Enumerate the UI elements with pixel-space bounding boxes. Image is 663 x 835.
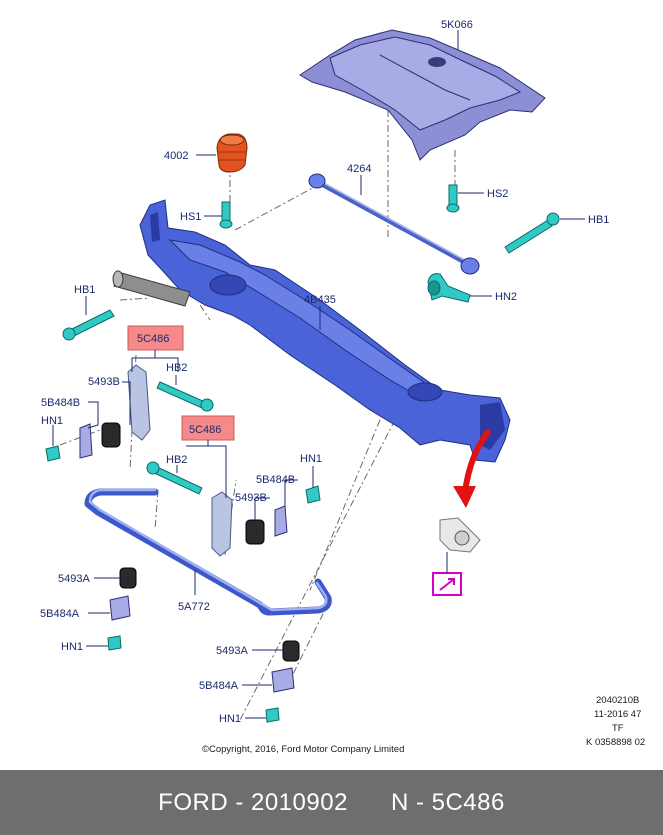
copyright-text: ©Copyright, 2016, Ford Motor Company Lim… (202, 744, 404, 755)
footer-gap (348, 789, 391, 817)
meta-line-1: 2040210B (596, 695, 639, 706)
label-hn1-mid: HN1 (300, 453, 322, 465)
label-hb1-left: HB1 (74, 284, 95, 296)
footer-part-prefix: N (390, 788, 409, 816)
label-hn1-lower-left: HN1 (61, 641, 83, 653)
label-4002: 4002 (164, 150, 188, 162)
label-5K066: 5K066 (441, 19, 473, 31)
reference-knuckle (439, 517, 481, 553)
track-rod (308, 173, 480, 275)
label-5493A-bottom: 5493A (216, 645, 248, 657)
footer-part: 5C486 (431, 788, 505, 816)
meta-line-3: TF (612, 723, 624, 734)
part-number-footer: FORD - 2010902 N - 5C486 (0, 770, 663, 835)
highlight-5C486-lower (181, 415, 235, 441)
stabilizer-bar (84, 488, 332, 616)
footer-brand: FORD (158, 788, 229, 816)
stabilizer-links (127, 364, 233, 557)
label-hb1-right: HB1 (588, 214, 609, 226)
label-4B435: 4B435 (304, 294, 336, 306)
bump-stop (216, 133, 248, 173)
axle-beam (112, 199, 511, 463)
label-hn1-left: HN1 (41, 415, 63, 427)
label-5C486-lower: 5C486 (189, 424, 221, 436)
label-hn1-bottom: HN1 (219, 713, 241, 725)
label-5B484B-lower: 5B484B (256, 474, 295, 486)
label-hb2-lower: HB2 (166, 454, 187, 466)
red-arrow-head (453, 486, 476, 508)
label-hs2: HS2 (487, 188, 508, 200)
label-hn2: HN2 (495, 291, 517, 303)
drawing-metadata: 2040210B 11-2016 47 TF K 0358898 02 ©Cop… (202, 695, 645, 755)
reference-box-arrow (439, 578, 455, 591)
label-5A772: 5A772 (178, 601, 210, 613)
leader-lines (52, 30, 585, 719)
label-hs1: HS1 (180, 211, 201, 223)
label-5C486-upper: 5C486 (137, 333, 169, 345)
part-labels: 5K066 4002 4264 HS1 HS2 HB1 HB1 HN2 4B43… (40, 19, 609, 725)
exploded-parts-diagram: 5K066 4002 4264 HS1 HS2 HB1 HB1 HN2 4B43… (40, 19, 645, 755)
label-5B484B-upper: 5B484B (41, 397, 80, 409)
red-direction-arrow (462, 429, 491, 495)
meta-line-2: 11-2016 47 (594, 709, 641, 720)
label-5493B-lower: 5493B (235, 492, 267, 504)
label-hb2-upper: HB2 (166, 362, 187, 374)
highlight-5C486-upper (127, 325, 184, 351)
label-5B484A-bottom: 5B484A (199, 680, 239, 692)
meta-line-4: K 0358898 02 (586, 737, 645, 748)
footer-number: 2010902 (250, 788, 348, 816)
label-5B484A-left: 5B484A (40, 608, 80, 620)
bolts (45, 184, 560, 723)
label-4264: 4264 (347, 163, 371, 175)
heat-shield-plate (299, 29, 546, 161)
footer-separator-2: - (408, 788, 432, 816)
bushes-and-clamps (79, 422, 300, 693)
label-5493B-upper: 5493B (88, 376, 120, 388)
hn2-bracket (427, 273, 471, 303)
label-5493A-left: 5493A (58, 573, 90, 585)
footer-separator-1: - (228, 788, 251, 816)
